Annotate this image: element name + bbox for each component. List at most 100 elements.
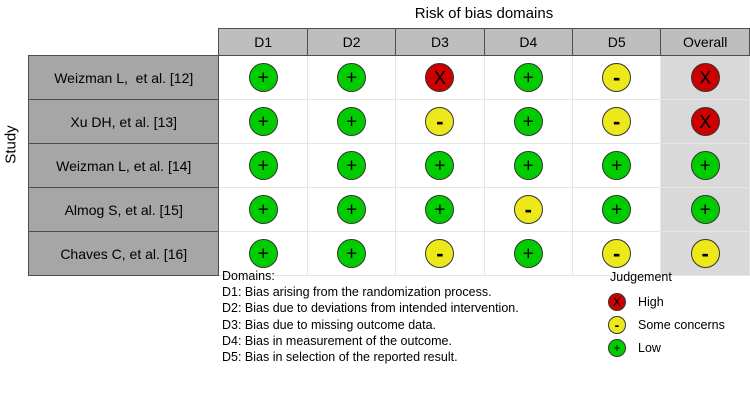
- judgement-low-icon: +: [608, 338, 626, 357]
- judgement-glyph: +: [345, 67, 358, 88]
- judgement-glyph: -: [436, 108, 444, 134]
- legend-label: Some concerns: [638, 317, 725, 332]
- judgement-cell-d3[interactable]: -: [395, 231, 485, 276]
- judgement-low-icon: +: [337, 151, 367, 180]
- judgement-cell-d5[interactable]: -: [572, 99, 662, 144]
- risk-of-bias-table: D1 D2 D3 D4 D5 Overall Weizman L, et al.…: [27, 28, 750, 276]
- judgement-some-icon: -: [425, 239, 455, 268]
- judgement-cell-d4[interactable]: +: [483, 143, 574, 188]
- judgement-glyph: -: [614, 316, 620, 333]
- judgement-cell-d3[interactable]: +: [395, 143, 485, 188]
- judgement-glyph: +: [522, 67, 534, 88]
- legend-item-some: - Some concerns: [608, 313, 725, 336]
- judgement-low-icon: +: [602, 195, 632, 224]
- judgement-glyph: +: [611, 199, 623, 220]
- judgement-cell-d2[interactable]: +: [306, 187, 397, 232]
- study-label: Weizman L, et al. [14]: [27, 143, 220, 188]
- judgement-cell-d1[interactable]: +: [218, 143, 308, 188]
- judgement-glyph: +: [699, 199, 711, 220]
- domains-key-line-d5: D5: Bias in selection of the reported re…: [222, 350, 458, 365]
- judgement-low-icon: +: [248, 63, 278, 92]
- judgement-cell-d2[interactable]: +: [306, 99, 397, 144]
- judgement-legend-items: X High - Some concerns + Low: [608, 290, 725, 359]
- judgement-cell-overall[interactable]: X: [660, 99, 750, 144]
- judgement-cell-d1[interactable]: +: [218, 231, 308, 276]
- column-header-d2: D2: [306, 28, 397, 56]
- judgement-cell-d3[interactable]: -: [395, 99, 485, 144]
- judgement-cell-d5[interactable]: +: [572, 143, 662, 188]
- page-title: Risk of bias domains: [414, 5, 554, 22]
- judgement-cell-d2[interactable]: +: [306, 143, 397, 188]
- column-header-overall: Overall: [660, 28, 750, 56]
- table-row: Chaves C, et al. [16] + + - + - -: [27, 231, 750, 276]
- judgement-cell-overall[interactable]: X: [660, 55, 750, 100]
- column-header-d4: D4: [483, 28, 574, 56]
- judgement-cell-d1[interactable]: +: [218, 187, 308, 232]
- judgement-some-icon: -: [602, 239, 632, 268]
- judgement-some-icon: -: [690, 239, 720, 268]
- judgement-glyph: -: [524, 196, 532, 222]
- judgement-some-icon: -: [425, 107, 455, 136]
- legend-label: Low: [638, 340, 661, 355]
- judgement-high-icon: X: [425, 63, 455, 92]
- judgement-cell-overall[interactable]: -: [660, 231, 750, 276]
- judgement-glyph: +: [345, 111, 358, 132]
- judgement-glyph: +: [257, 111, 269, 132]
- domains-key-line-d1: D1: Bias arising from the randomization …: [222, 285, 492, 300]
- judgement-cell-overall[interactable]: +: [660, 143, 750, 188]
- judgement-some-icon: -: [513, 195, 543, 224]
- judgement-cell-d4[interactable]: -: [483, 187, 574, 232]
- judgement-glyph: +: [434, 155, 446, 176]
- judgement-cell-d4[interactable]: +: [483, 99, 574, 144]
- domains-key-heading: Domains:: [222, 269, 275, 283]
- legend-item-low: + Low: [608, 336, 725, 359]
- judgement-some-icon: -: [602, 63, 632, 92]
- judgement-cell-d3[interactable]: X: [395, 55, 485, 100]
- judgement-high-icon: X: [608, 292, 626, 311]
- study-label: Xu DH, et al. [13]: [27, 99, 220, 144]
- judgement-glyph: +: [699, 155, 711, 176]
- legend-label: High: [638, 294, 664, 309]
- judgement-glyph: +: [434, 199, 446, 220]
- judgement-glyph: +: [522, 111, 534, 132]
- table-row: Almog S, et al. [15]+++-++: [27, 187, 750, 232]
- judgement-cell-d4[interactable]: +: [483, 55, 574, 100]
- judgement-glyph: +: [257, 243, 269, 264]
- judgement-glyph: -: [613, 108, 621, 134]
- judgement-cell-d4[interactable]: +: [483, 231, 574, 276]
- study-label: Chaves C, et al. [16]: [27, 231, 220, 276]
- domains-key-line-d3: D3: Bias due to missing outcome data.: [222, 317, 437, 332]
- judgement-glyph: +: [613, 340, 621, 355]
- table-corner-cell: [28, 28, 219, 56]
- legend-item-high: X High: [608, 290, 725, 313]
- judgement-high-icon: X: [690, 63, 720, 92]
- judgement-cell-d1[interactable]: +: [218, 99, 308, 144]
- judgement-cell-d1[interactable]: +: [218, 55, 308, 100]
- judgement-cell-d5[interactable]: -: [572, 55, 662, 100]
- judgement-glyph: -: [436, 240, 444, 266]
- judgement-cell-d3[interactable]: +: [395, 187, 485, 232]
- y-axis-label: Study: [2, 125, 20, 164]
- judgement-low-icon: +: [248, 239, 278, 268]
- judgement-glyph: -: [613, 240, 621, 266]
- judgement-cell-d5[interactable]: +: [572, 187, 662, 232]
- judgement-low-icon: +: [425, 151, 455, 180]
- judgement-cell-d2[interactable]: +: [306, 55, 397, 100]
- table-row: Xu DH, et al. [13] + + - + - X: [27, 99, 750, 144]
- judgement-low-icon: +: [337, 63, 367, 92]
- judgement-cell-overall[interactable]: +: [660, 187, 750, 232]
- table-row: Weizman L, et al. [12]++X+-X: [27, 55, 750, 100]
- judgement-low-icon: +: [602, 151, 632, 180]
- judgement-glyph: +: [345, 243, 358, 264]
- judgement-cell-d2[interactable]: +: [306, 231, 397, 276]
- judgement-glyph: +: [257, 67, 269, 88]
- judgement-glyph: +: [257, 155, 269, 176]
- judgement-glyph: +: [522, 155, 534, 176]
- judgement-glyph: -: [613, 64, 621, 90]
- judgement-glyph: +: [345, 199, 358, 220]
- judgement-cell-d5[interactable]: -: [572, 231, 662, 276]
- judgement-low-icon: +: [513, 63, 543, 92]
- judgement-glyph: X: [612, 294, 621, 309]
